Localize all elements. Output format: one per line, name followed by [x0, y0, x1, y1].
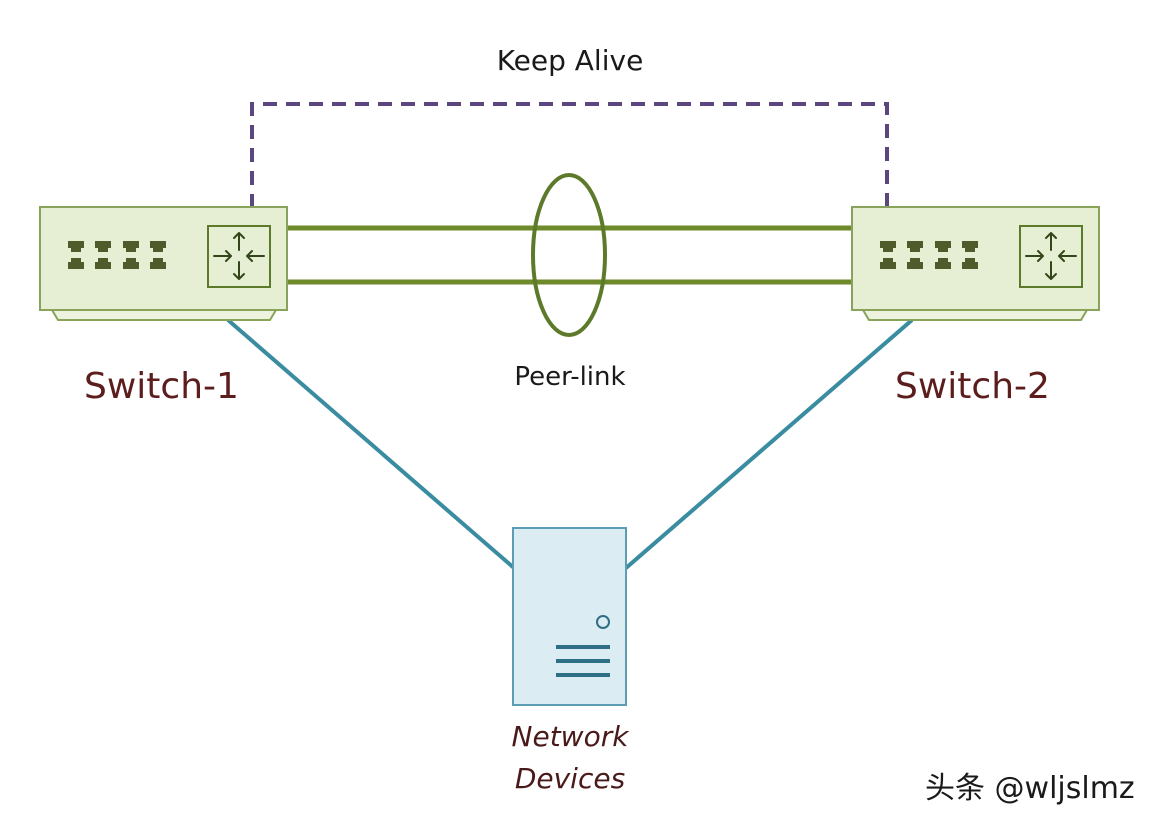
router-arrows-glyph	[213, 232, 265, 280]
router-arrows-glyph	[1025, 232, 1077, 280]
keep-alive-link	[250, 102, 889, 208]
network-devices-label-line-2: Devices	[514, 762, 626, 795]
switch-port-icon	[68, 241, 166, 269]
peer-link-label: Peer-link	[514, 362, 626, 392]
network-devices-label-line-1: Network	[511, 720, 629, 753]
network-devices-label: Network Devices	[470, 716, 670, 800]
switch-1-label: Switch-1	[84, 366, 239, 407]
server-body	[512, 527, 627, 706]
keep-alive-label: Keep Alive	[496, 44, 644, 77]
switch-1-base	[50, 309, 278, 321]
server-icon	[512, 527, 627, 706]
switch-2	[851, 206, 1100, 321]
switch-port-icon	[880, 241, 978, 269]
watermark: 头条 @wljslmz	[925, 771, 1135, 806]
switch-1	[39, 206, 288, 321]
port-channel-bundle	[531, 173, 607, 337]
switch-2-base	[861, 309, 1089, 321]
downlink-switch-2	[624, 318, 914, 570]
switch-2-label: Switch-2	[895, 366, 1050, 407]
server-power-led	[596, 615, 610, 629]
downlink-switch-1	[226, 318, 516, 570]
